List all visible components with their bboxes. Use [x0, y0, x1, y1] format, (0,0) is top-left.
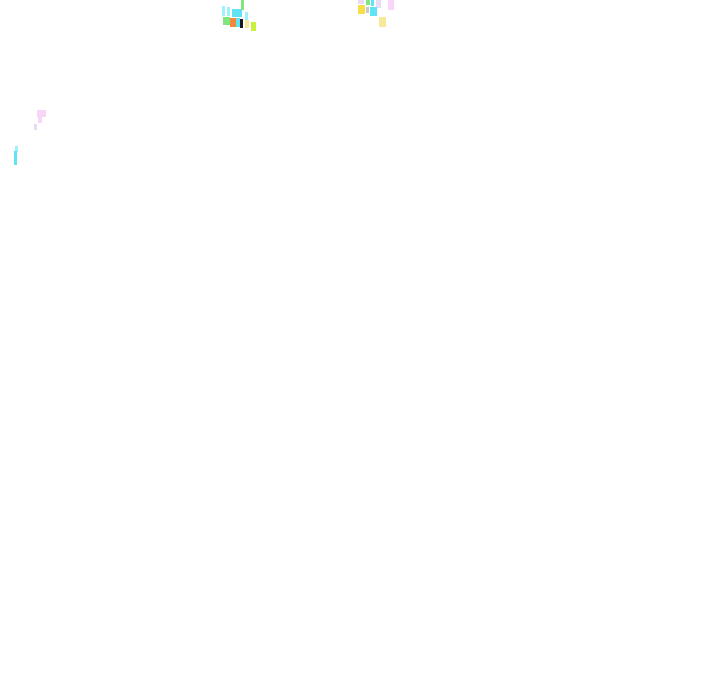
- glitch-artifact-cluster: [12, 146, 22, 166]
- glitch-fragment: [232, 9, 242, 17]
- glitch-fragment: [370, 7, 377, 16]
- glitch-fragment: [245, 20, 249, 28]
- glitch-fragment: [371, 0, 374, 6]
- glitch-fragment: [222, 6, 225, 16]
- glitch-fragment: [358, 5, 365, 14]
- glitch-fragment: [14, 151, 17, 165]
- glitch-artifact-cluster: [220, 0, 260, 34]
- glitch-fragment: [366, 7, 369, 13]
- glitch-fragment: [236, 18, 240, 27]
- glitch-fragment: [251, 22, 256, 31]
- glitch-fragment: [358, 0, 364, 4]
- glitch-fragment: [376, 0, 381, 8]
- glitch-fragment: [379, 17, 386, 27]
- glitch-fragment: [240, 19, 243, 28]
- glitch-fragment: [34, 124, 37, 130]
- glitch-fragment: [37, 110, 46, 117]
- glitch-fragment: [388, 0, 394, 10]
- glitch-fragment: [366, 0, 370, 5]
- glitch-artifact-cluster: [32, 108, 48, 132]
- glitch-fragment: [245, 12, 248, 20]
- glitch-fragment: [230, 18, 236, 27]
- glitch-fragment: [241, 0, 244, 10]
- glitch-fragment: [227, 7, 230, 16]
- glitch-fragment: [15, 146, 18, 152]
- glitch-artifact-cluster: [354, 0, 398, 30]
- glitch-fragment: [223, 17, 230, 25]
- glitch-fragment: [38, 117, 42, 123]
